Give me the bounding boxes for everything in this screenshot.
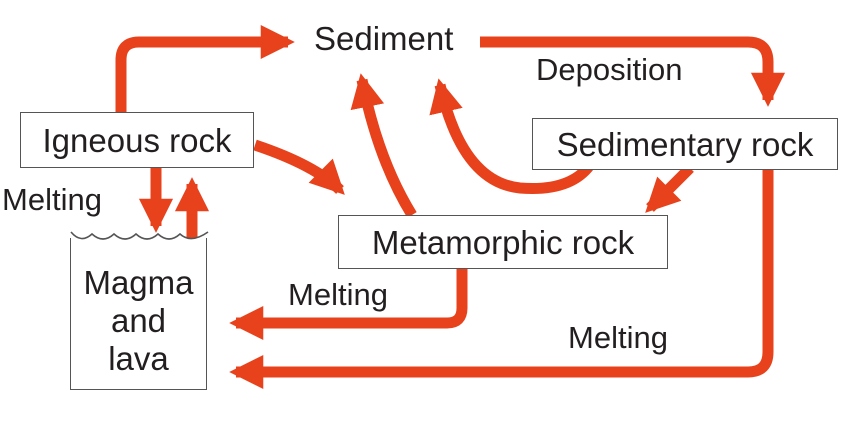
metamorphic-rock-box: Metamorphic rock <box>338 215 668 269</box>
arrow-metamorphic-to-magma <box>229 268 468 341</box>
deposition-label: Deposition <box>536 52 683 87</box>
igneous-rock-label: Igneous rock <box>42 121 232 159</box>
melting-label-igneous: Melting <box>2 182 102 217</box>
arrow-metamorphic-to-sediment <box>350 73 417 218</box>
igneous-rock-box: Igneous rock <box>20 112 254 168</box>
arrow-igneous-to-sediment <box>115 24 295 112</box>
sediment-label: Sediment <box>314 20 454 57</box>
metamorphic-rock-label: Metamorphic rock <box>371 223 635 261</box>
sedimentary-rock-box: Sedimentary rock <box>532 118 838 170</box>
sedimentary-rock-label: Sedimentary rock <box>556 125 814 163</box>
arrow-igneous-to-metamorphic <box>253 139 345 195</box>
melting-label-sedimentary: Melting <box>568 320 668 355</box>
magma-surface-wave <box>70 231 209 240</box>
arrow-sedimentary-to-sediment <box>429 78 595 195</box>
magma-and-lava-label: Magma and lava <box>83 264 194 377</box>
melting-label-metamorphic: Melting <box>288 277 388 312</box>
arrow-sedimentary-to-magma <box>229 168 774 390</box>
arrow-sediment-to-sedimentary <box>480 36 786 107</box>
arrow-sedimentary-to-metamorphic <box>645 164 694 213</box>
magma-and-lava-box: Magma and lava <box>70 231 209 390</box>
